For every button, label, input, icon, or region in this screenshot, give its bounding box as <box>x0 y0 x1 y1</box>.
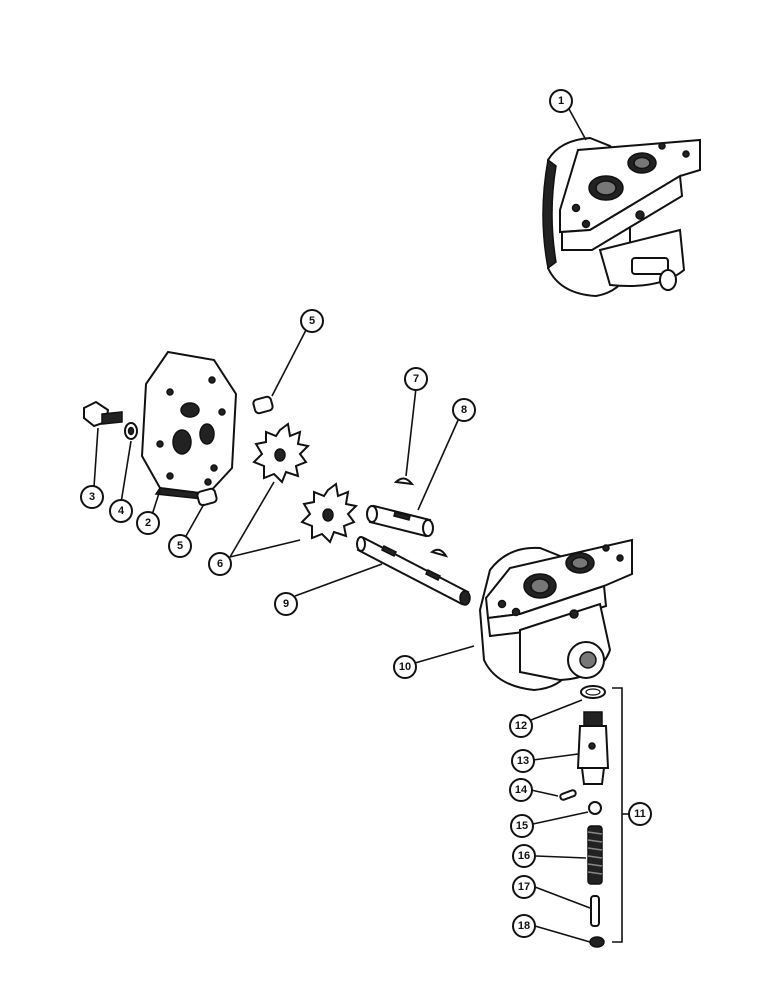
svg-text:14: 14 <box>515 784 528 796</box>
dowel-pin-upper <box>252 395 274 415</box>
callout-15: 15 <box>510 814 534 838</box>
callout-5-upper: 5 <box>300 309 324 333</box>
callout-10: 10 <box>393 655 417 679</box>
svg-text:1: 1 <box>558 95 564 107</box>
svg-text:15: 15 <box>516 820 528 832</box>
bolt <box>83 400 123 428</box>
callout-12: 12 <box>509 714 533 738</box>
pump-assembly <box>542 136 701 298</box>
svg-text:11: 11 <box>634 808 646 820</box>
callout-8: 8 <box>452 398 476 422</box>
callout-14: 14 <box>509 778 533 802</box>
short-shaft <box>366 504 434 538</box>
callout-5-lower: 5 <box>168 534 192 558</box>
svg-text:6: 6 <box>217 558 223 570</box>
check-ball <box>588 801 602 815</box>
svg-text:8: 8 <box>461 404 467 416</box>
o-ring <box>580 685 606 699</box>
callout-18: 18 <box>512 914 536 938</box>
svg-text:16: 16 <box>518 850 530 862</box>
washer <box>124 422 138 440</box>
callout-2: 2 <box>136 511 160 535</box>
woodruff-key <box>393 477 415 486</box>
gear-upper <box>252 422 311 484</box>
svg-text:9: 9 <box>283 598 289 610</box>
valve-plug <box>576 711 610 785</box>
dowel-pin-lower <box>196 487 218 507</box>
cover-plate <box>140 350 238 501</box>
svg-text:10: 10 <box>399 661 411 673</box>
svg-text:5: 5 <box>177 540 183 552</box>
lock-nut <box>589 936 605 948</box>
callout-13: 13 <box>511 749 535 773</box>
roll-pin <box>559 789 577 801</box>
svg-text:4: 4 <box>118 505 125 517</box>
callout-16: 16 <box>512 844 536 868</box>
callout-4: 4 <box>109 499 133 523</box>
callout-9: 9 <box>274 592 298 616</box>
pump-body <box>478 538 633 692</box>
svg-text:7: 7 <box>413 373 419 385</box>
valve-plunger <box>590 895 600 927</box>
callout-3: 3 <box>80 485 104 509</box>
callout-7: 7 <box>404 367 428 391</box>
callout-1: 1 <box>549 89 573 113</box>
svg-text:3: 3 <box>89 491 95 503</box>
callout-11: 11 <box>628 802 652 826</box>
assembly-bracket <box>612 687 623 943</box>
svg-text:12: 12 <box>515 720 527 732</box>
long-shaft <box>356 536 471 606</box>
callout-17: 17 <box>512 875 536 899</box>
svg-text:13: 13 <box>517 755 529 767</box>
callout-6: 6 <box>208 552 232 576</box>
relief-spring <box>587 825 603 885</box>
svg-text:2: 2 <box>145 517 151 529</box>
svg-text:5: 5 <box>309 315 315 327</box>
leader-lines <box>93 108 630 943</box>
svg-text:17: 17 <box>518 881 530 893</box>
svg-text:18: 18 <box>518 920 530 932</box>
gear-lower <box>300 482 359 544</box>
